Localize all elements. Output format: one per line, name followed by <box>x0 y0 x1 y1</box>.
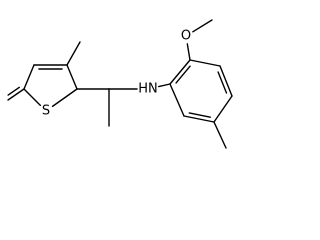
bond-14 <box>189 59 221 67</box>
bond-layer <box>7 19 233 149</box>
atom-label-n: HN <box>138 82 158 97</box>
bond-17-inner <box>188 112 211 118</box>
atom-label-s: S <box>42 104 50 119</box>
bond-15-inner <box>217 71 228 94</box>
bond-13 <box>192 19 213 33</box>
bond-6 <box>66 41 81 66</box>
bond-18 <box>169 83 185 117</box>
molecule-structure: S HN O <box>7 19 233 149</box>
atom-label-layer: S HN O <box>42 29 191 119</box>
bond-19 <box>213 121 227 149</box>
atom-label-o: O <box>181 29 191 44</box>
bond-17 <box>183 115 215 123</box>
bond-2 <box>23 64 35 90</box>
bond-12 <box>186 43 191 61</box>
bond-0 <box>66 64 78 90</box>
bond-4 <box>51 88 78 108</box>
bond-15 <box>219 65 233 97</box>
bond-16 <box>213 95 233 123</box>
bond-3 <box>23 88 42 107</box>
bond-11-inner <box>175 65 191 84</box>
bond-5-inner <box>7 86 21 96</box>
bond-11 <box>169 59 191 85</box>
bond-10 <box>158 83 171 88</box>
bond-5 <box>7 88 25 101</box>
